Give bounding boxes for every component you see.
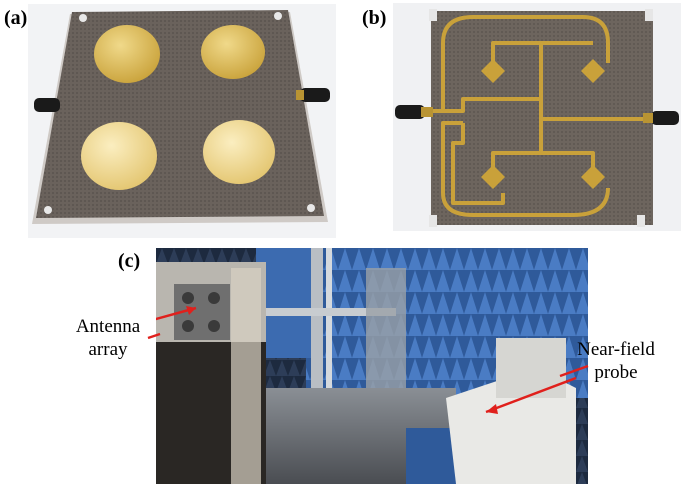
patch-element <box>81 122 157 190</box>
patch-element <box>201 25 265 79</box>
annotation-probe-line2: probe <box>594 362 638 383</box>
panel-label-c: (c) <box>118 250 141 272</box>
photo-measurement-setup <box>156 248 588 484</box>
arrow-antenna <box>156 306 197 321</box>
patch-element <box>203 120 275 184</box>
panel-label-b: (b) <box>362 7 387 29</box>
panel-label-a: (a) <box>4 7 28 29</box>
photo-antenna-patches <box>28 4 336 238</box>
connector <box>34 98 60 112</box>
patch-element <box>94 25 160 83</box>
photo-feed-network <box>393 3 681 231</box>
annotation-antenna-array: Antenna array <box>58 315 158 361</box>
connector <box>651 111 679 125</box>
annotation-antenna-line1: Antenna <box>75 316 141 337</box>
arrow-probe <box>485 376 577 414</box>
connector <box>300 88 330 102</box>
annotation-near-field-probe: Near-field probe <box>560 338 672 384</box>
annotation-probe-line1: Near-field <box>577 339 655 360</box>
annotation-antenna-line2: array <box>88 339 128 360</box>
feed-traces <box>433 15 643 217</box>
connector <box>395 105 425 119</box>
